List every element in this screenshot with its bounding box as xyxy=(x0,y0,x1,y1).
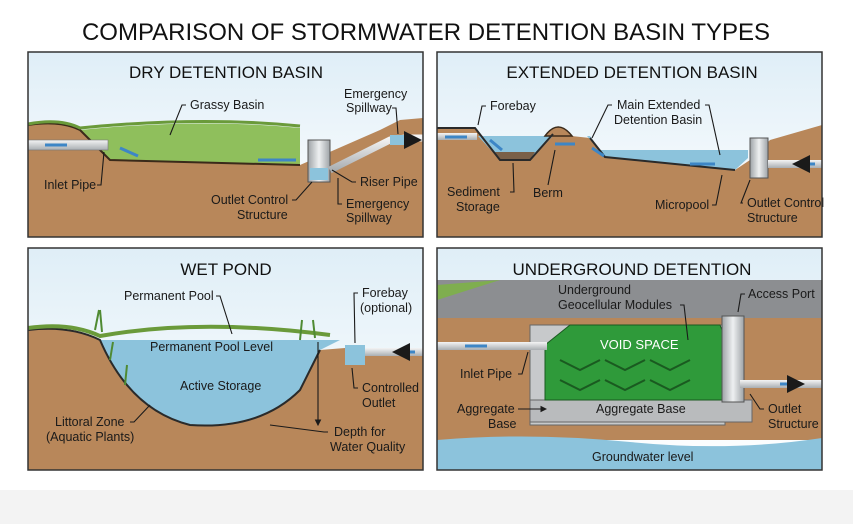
label-emergency-spillway-bottom-2: Spillway xyxy=(346,211,393,225)
panel-title: WET POND xyxy=(180,260,271,279)
panel-title: UNDERGROUND DETENTION xyxy=(513,260,752,279)
label-aggregate-base-center: Aggregate Base xyxy=(596,402,686,416)
label-aggregate-base-left-2: Base xyxy=(488,417,517,431)
label-outlet-control: Outlet Control xyxy=(747,196,824,210)
label-void-space: VOID SPACE xyxy=(600,337,679,352)
label-outlet-control-2: Structure xyxy=(747,211,798,225)
label-controlled-outlet: Controlled xyxy=(362,381,419,395)
label-main-extended-2: Detention Basin xyxy=(614,113,702,127)
label-depth-2: Water Quality xyxy=(330,440,406,454)
bottom-bar xyxy=(0,490,853,524)
label-sediment-storage: Sediment xyxy=(447,185,500,199)
label-controlled-outlet-2: Outlet xyxy=(362,396,396,410)
label-grassy-basin: Grassy Basin xyxy=(190,98,264,112)
label-micropool: Micropool xyxy=(655,198,709,212)
label-permanent-pool: Permanent Pool xyxy=(124,289,214,303)
label-groundwater-level: Groundwater level xyxy=(592,450,693,464)
label-outlet-structure-2: Structure xyxy=(768,417,819,431)
label-active-storage: Active Storage xyxy=(180,379,261,393)
panel-title: EXTENDED DETENTION BASIN xyxy=(506,63,757,82)
label-forebay: Forebay xyxy=(490,99,537,113)
panel-underground-detention: UNDERGROUND DETENTION Underground Geocel… xyxy=(436,247,823,471)
label-inlet-pipe: Inlet Pipe xyxy=(460,367,512,381)
label-emergency-spillway-top-2: Spillway xyxy=(346,101,393,115)
label-geocellular-modules: Underground xyxy=(558,283,631,297)
label-outlet-control-2: Structure xyxy=(237,208,288,222)
panel-extended-detention: EXTENDED DETENTION BASIN Forebay Main Ex… xyxy=(436,51,824,238)
panel-title: DRY DETENTION BASIN xyxy=(129,63,323,82)
label-inlet-pipe: Inlet Pipe xyxy=(44,178,96,192)
panel-wet-pond: WET POND Permanent Pool Forebay (optiona… xyxy=(27,247,424,471)
label-access-port: Access Port xyxy=(748,287,815,301)
label-emergency-spillway-top: Emergency xyxy=(344,87,408,101)
label-depth: Depth for xyxy=(334,425,385,439)
label-riser-pipe: Riser Pipe xyxy=(360,175,418,189)
main-title: COMPARISON OF STORMWATER DETENTION BASIN… xyxy=(82,19,770,46)
label-permanent-pool-level: Permanent Pool Level xyxy=(150,340,273,354)
label-main-extended: Main Extended xyxy=(617,98,700,112)
label-geocellular-modules-2: Geocellular Modules xyxy=(558,298,672,312)
label-emergency-spillway-bottom: Emergency xyxy=(346,197,410,211)
label-forebay-2: (optional) xyxy=(360,301,412,315)
label-aggregate-base-left: Aggregate xyxy=(457,402,515,416)
label-outlet-structure: Outlet xyxy=(768,402,802,416)
label-outlet-control: Outlet Control xyxy=(211,193,288,207)
label-littoral-zone: Littoral Zone xyxy=(55,415,125,429)
label-berm: Berm xyxy=(533,186,563,200)
label-forebay: Forebay xyxy=(362,286,409,300)
label-littoral-zone-2: (Aquatic Plants) xyxy=(46,430,134,444)
label-sediment-storage-2: Storage xyxy=(456,200,500,214)
panel-dry-detention: DRY DETENTION BASIN Grassy Basin Emergen… xyxy=(27,51,423,238)
